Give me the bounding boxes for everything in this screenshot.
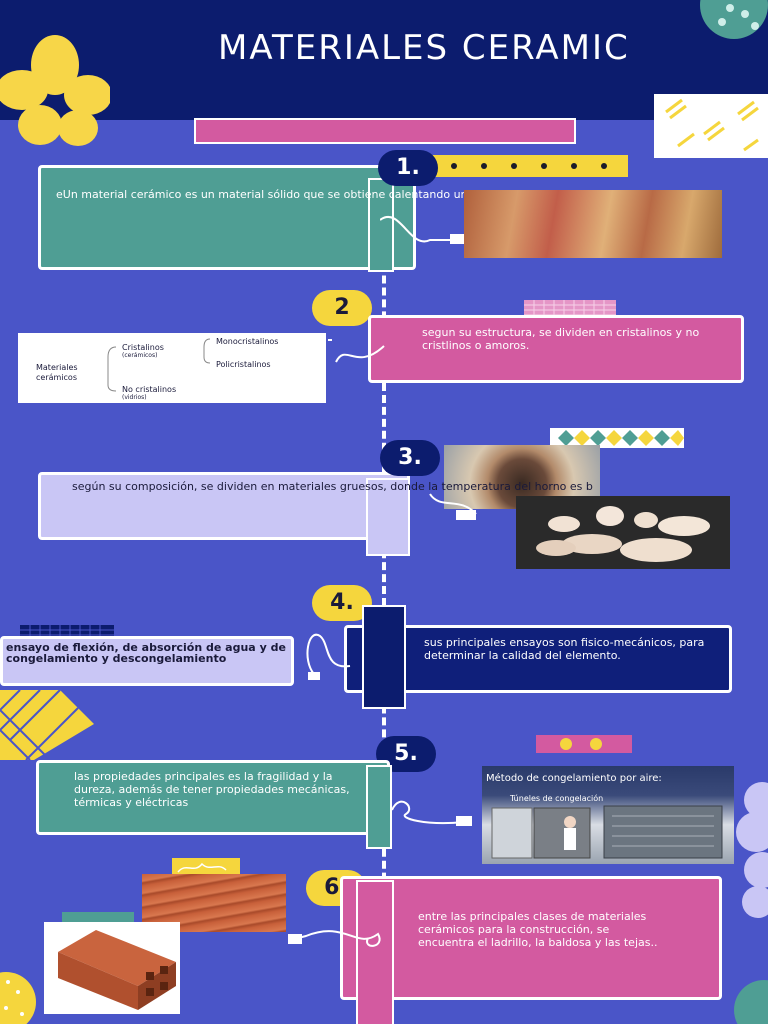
classification-diagram: Materiales cerámicos Cristalinos (cerámi… bbox=[18, 333, 326, 403]
freezing-photo-title: Método de congelamiento por aire: bbox=[486, 773, 662, 784]
teal-corner-decoration bbox=[734, 980, 768, 1024]
step-1-tab bbox=[368, 178, 394, 272]
pattern-square bbox=[654, 94, 768, 158]
step-3-badge: 3. bbox=[380, 440, 440, 476]
step-2-badge: 2 bbox=[312, 290, 372, 326]
step-2-card bbox=[368, 315, 744, 383]
diagram-crystalline-sub: (cerámicos) bbox=[122, 352, 158, 359]
yellow-diamond-pattern bbox=[0, 689, 94, 760]
rock-photo bbox=[464, 190, 722, 258]
yellow-scribble-tape bbox=[172, 858, 240, 878]
step-4-tab bbox=[362, 605, 406, 709]
header-band bbox=[0, 0, 768, 120]
diagram-mono: Monocristalinos bbox=[216, 337, 279, 346]
connector-line-6 bbox=[288, 930, 381, 947]
step-6-card bbox=[340, 876, 722, 1000]
ceramics-photo bbox=[516, 496, 730, 569]
diagram-noncrystalline-sub: (vidrios) bbox=[122, 394, 147, 401]
page-title: MATERIALES CERAMIC bbox=[218, 28, 630, 68]
connector-line-5 bbox=[391, 800, 472, 826]
diagram-brackets bbox=[107, 338, 211, 392]
flower-decoration bbox=[0, 35, 110, 146]
lavender-cloud bbox=[736, 782, 768, 918]
step-4-side-text: ensayo de flexión, de absorción de agua … bbox=[6, 641, 286, 665]
diagram-root: Materiales cerámicos bbox=[36, 363, 78, 382]
step-2-text: segun su estructura, se dividen en crist… bbox=[422, 326, 700, 352]
connector-line-2 bbox=[328, 339, 385, 363]
smiley-tape bbox=[536, 735, 632, 753]
step-4-side-card bbox=[0, 636, 294, 686]
yellow-corner-decoration bbox=[0, 972, 36, 1024]
step-4-card bbox=[344, 625, 732, 693]
step-6-text: entre las principales clases de material… bbox=[418, 910, 658, 949]
tape-decoration bbox=[404, 155, 628, 177]
scallop-decoration bbox=[700, 0, 768, 39]
connector-line-1 bbox=[380, 216, 464, 244]
diagram-poly: Policristalinos bbox=[216, 360, 271, 369]
subtitle-bar bbox=[194, 118, 576, 144]
step-3-text: según su composición, se dividen en mate… bbox=[72, 480, 593, 493]
brick-photo bbox=[44, 922, 180, 1014]
step-4-text: sus principales ensayos son fisico-mecán… bbox=[424, 636, 705, 662]
step-6-tab bbox=[356, 880, 394, 1024]
freezing-photo-subtitle: Túneles de congelación bbox=[510, 794, 604, 803]
connector-line-4 bbox=[306, 633, 351, 680]
timeline-spine bbox=[382, 180, 386, 1024]
step-3-tab bbox=[366, 478, 410, 556]
diamond-tape bbox=[550, 428, 684, 448]
step-5-tab bbox=[366, 765, 392, 849]
step-1-card bbox=[38, 165, 416, 270]
freezing-tunnel-photo: Método de congelamiento por aire: Túnele… bbox=[482, 766, 734, 864]
step-5-text: las propiedades principales es la fragil… bbox=[74, 770, 350, 809]
step-1-text: eUn material cerámico es un material sól… bbox=[56, 188, 548, 201]
connector-line-3 bbox=[429, 493, 477, 520]
diagram-noncrystalline: No cristalinos bbox=[122, 385, 177, 394]
diagram-crystalline: Cristalinos bbox=[122, 343, 164, 352]
step-5-card bbox=[36, 760, 390, 835]
step-1-badge: 1. bbox=[378, 150, 438, 186]
